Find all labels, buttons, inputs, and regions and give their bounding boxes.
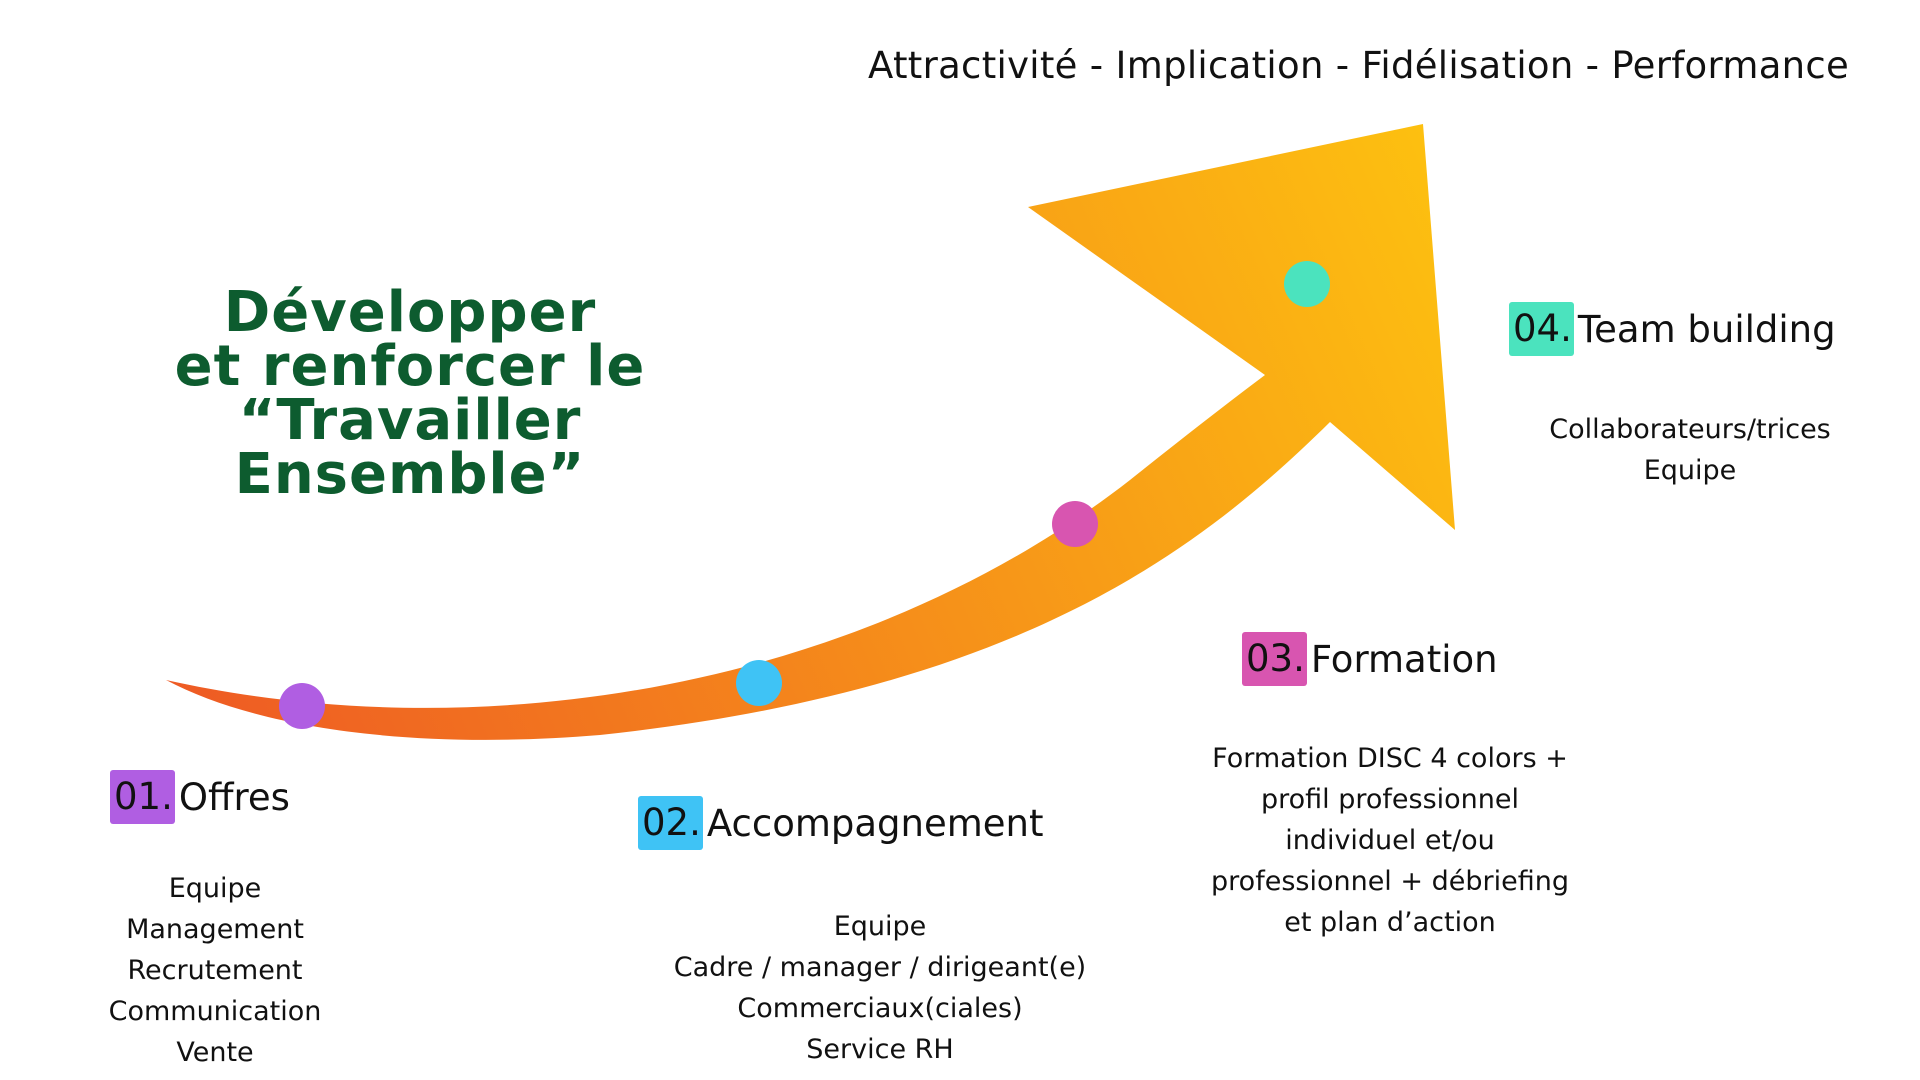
step-4-number-badge: 04. — [1509, 302, 1574, 356]
step-4-title: Team building — [1577, 307, 1836, 351]
step-1-number-badge: 01. — [110, 770, 175, 824]
step-2-number-badge: 02. — [638, 796, 703, 850]
step-1-item: Equipe — [168, 873, 262, 904]
step-2-heading: 02. Accompagnement — [638, 796, 1044, 850]
step-1-items: Equipe Management Recrutement Communicat… — [95, 868, 335, 1073]
step-1-item: Management — [126, 914, 304, 945]
step-3-item: individuel et/ou — [1285, 825, 1495, 856]
step-1-item: Vente — [176, 1037, 254, 1068]
step-2-item: Cadre / manager / dirigeant(e) — [673, 952, 1087, 983]
step-1-item: Communication — [108, 996, 322, 1027]
step-2-item: Commerciaux(ciales) — [737, 993, 1023, 1024]
step-3-heading: 03. Formation — [1242, 632, 1498, 686]
header-values: Attractivité - Implication - Fidélisatio… — [868, 44, 1850, 87]
title-line: et renforcer le — [174, 334, 646, 399]
step-4-item: Collaborateurs/trices — [1549, 414, 1831, 445]
step-1-dot — [279, 683, 325, 729]
step-3-item: Formation DISC 4 colors + — [1212, 743, 1568, 774]
title-line: “Travailler — [238, 388, 582, 453]
step-4-heading: 04. Team building — [1509, 302, 1836, 356]
step-1-title: Offres — [178, 775, 290, 819]
step-3-item: profil professionnel — [1260, 784, 1520, 815]
step-3-number-badge: 03. — [1242, 632, 1307, 686]
title-line: Développer — [223, 280, 597, 345]
arrow-shape — [166, 124, 1455, 740]
step-2-items: Equipe Cadre / manager / dirigeant(e) Co… — [620, 906, 1140, 1070]
step-3-item: professionnel + débriefing — [1211, 866, 1569, 897]
step-2-item: Equipe — [833, 911, 927, 942]
step-1-heading: 01. Offres — [110, 770, 290, 824]
step-3-item: et plan d’action — [1284, 907, 1496, 938]
title-line: Ensemble” — [234, 442, 586, 507]
step-4-dot — [1284, 261, 1330, 307]
step-3-items: Formation DISC 4 colors + profil profess… — [1170, 738, 1610, 943]
main-title: Développer et renforcer le “Travailler E… — [150, 280, 670, 507]
step-2-title: Accompagnement — [706, 801, 1044, 845]
step-4-items: Collaborateurs/trices Equipe — [1500, 409, 1880, 491]
step-3-dot — [1052, 501, 1098, 547]
step-1-item: Recrutement — [127, 955, 303, 986]
step-3-title: Formation — [1310, 637, 1498, 681]
step-4-item: Equipe — [1643, 455, 1737, 486]
step-2-item: Service RH — [806, 1034, 954, 1065]
step-2-dot — [736, 660, 782, 706]
